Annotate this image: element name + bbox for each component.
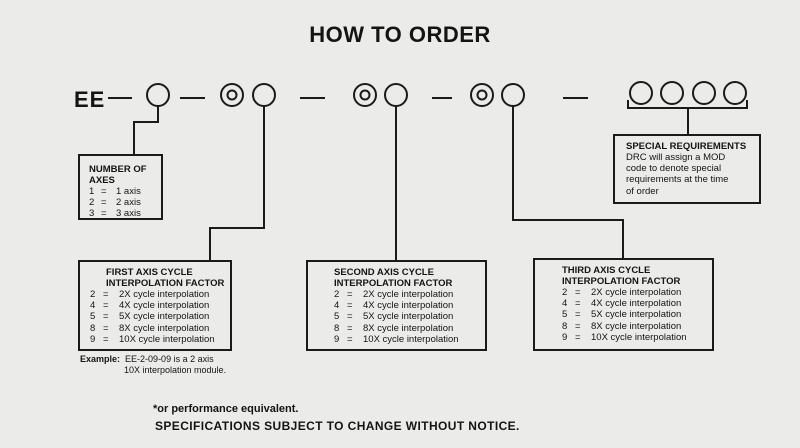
- axes-option: 3=3 axis: [89, 208, 141, 220]
- axes-option: 2=2 axis: [89, 197, 141, 209]
- mod-digit-circle: [629, 81, 653, 105]
- special-requirements-line: of order: [626, 185, 659, 197]
- third-axis-option: 8=8X cycle interpolation: [562, 320, 682, 332]
- second-axis-header: SECOND AXIS CYCLE: [334, 267, 434, 278]
- example-line1: EE-2-09-09 is a 2 axis: [125, 354, 214, 364]
- axes-connector: [133, 106, 159, 154]
- example-note: Example: EE-2-09-09 is a 2 axis 10X inte…: [80, 354, 226, 376]
- first-axis-fixed-digit-circle: [220, 83, 244, 107]
- first-axis-option: 2=2X cycle interpolation: [90, 289, 210, 300]
- code-prefix: EE: [74, 87, 106, 112]
- first-axis-box: FIRST AXIS CYCLE INTERPOLATION FACTOR 2=…: [78, 260, 232, 351]
- footnote: *or performance equivalent.: [153, 403, 299, 415]
- mod-digit-circle: [692, 81, 716, 105]
- third-axis-connector: [512, 106, 624, 258]
- specifications-notice: SPECIFICATIONS SUBJECT TO CHANGE WITHOUT…: [155, 419, 520, 433]
- mod-digit-circle: [723, 81, 747, 105]
- first-axis-connector: [209, 106, 265, 260]
- special-requirements-box: SPECIAL REQUIREMENTS DRC will assign a M…: [613, 134, 761, 204]
- example-line2: 10X interpolation module.: [124, 365, 227, 375]
- first-axis-header-line2: INTERPOLATION FACTOR: [106, 278, 225, 289]
- special-requirements-line: code to denote special: [626, 163, 722, 175]
- second-axis-option: 8=8X cycle interpolation: [334, 322, 454, 334]
- first-axis-fixed-digit-inner: [226, 89, 238, 101]
- second-axis-fixed-digit-circle: [353, 83, 377, 107]
- third-axis-header-line2: INTERPOLATION FACTOR: [562, 276, 681, 287]
- third-axis-fixed-digit-inner: [476, 89, 488, 101]
- first-axis-option: 4=4X cycle interpolation: [90, 300, 210, 312]
- second-axis-option: 5=5X cycle interpolation: [334, 311, 454, 323]
- third-axis-option: 5=5X cycle interpolation: [562, 309, 682, 321]
- second-axis-option: 2=2X cycle interpolation: [334, 289, 454, 300]
- first-axis-option: 9=10X cycle interpolation: [90, 333, 215, 345]
- special-requirements-header: SPECIAL REQUIREMENTS: [626, 141, 747, 152]
- mod-digit-circle: [660, 81, 684, 105]
- third-axis-header: THIRD AXIS CYCLE: [562, 265, 651, 276]
- first-axis-option: 8=8X cycle interpolation: [90, 322, 210, 334]
- third-axis-fixed-digit-circle: [470, 83, 494, 107]
- number-of-axes-header: NUMBER OF AXES: [89, 164, 147, 186]
- second-axis-option: 4=4X cycle interpolation: [334, 300, 454, 312]
- second-axis-digit-circle: [384, 83, 408, 107]
- second-axis-header-line2: INTERPOLATION FACTOR: [334, 278, 453, 289]
- third-axis-box: THIRD AXIS CYCLE INTERPOLATION FACTOR 2=…: [533, 258, 714, 351]
- third-axis-option: 2=2X cycle interpolation: [562, 287, 682, 298]
- first-axis-option: 5=5X cycle interpolation: [90, 311, 210, 323]
- second-axis-fixed-digit-inner: [359, 89, 371, 101]
- third-axis-digit-circle: [501, 83, 525, 107]
- second-axis-box: SECOND AXIS CYCLE INTERPOLATION FACTOR 2…: [306, 260, 487, 351]
- first-axis-digit-circle: [252, 83, 276, 107]
- axes-option: 1=1 axis: [89, 186, 141, 197]
- example-label: Example:: [80, 354, 121, 364]
- third-axis-option: 4=4X cycle interpolation: [562, 298, 682, 310]
- number-of-axes-box: NUMBER OF AXES 1=1 axis 2=2 axis 3=3 axi…: [78, 154, 163, 220]
- first-axis-header: FIRST AXIS CYCLE: [106, 267, 193, 278]
- third-axis-option: 9=10X cycle interpolation: [562, 331, 687, 343]
- second-axis-option: 9=10X cycle interpolation: [334, 333, 459, 345]
- special-requirements-line: DRC will assign a MOD: [626, 152, 726, 163]
- page-title: HOW TO ORDER: [309, 22, 491, 47]
- special-requirements-line: requirements at the time: [626, 174, 729, 186]
- axes-digit-circle: [146, 83, 170, 107]
